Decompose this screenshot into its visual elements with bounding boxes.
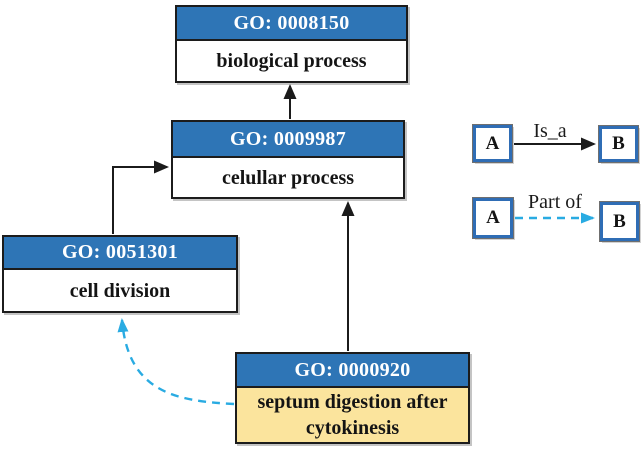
legend-node-a-partof: A [473, 198, 513, 238]
node-septum-digestion-label: septum digestion after cytokinesis [237, 388, 468, 442]
node-cell-division-id: GO: 0051301 [4, 237, 236, 270]
node-biological-process: GO: 0008150 biological process [175, 5, 408, 83]
node-celullar-process-label: celullar process [173, 158, 403, 197]
legend-node-b-isa: B [599, 126, 638, 162]
node-celullar-process-id: GO: 0009987 [173, 122, 403, 158]
legend-node-a-isa: A [473, 125, 512, 162]
node-septum-digestion-id: GO: 0000920 [237, 354, 468, 388]
node-cell-division: GO: 0051301 cell division [2, 235, 238, 313]
node-biological-process-id: GO: 0008150 [177, 7, 406, 41]
node-cell-division-label: cell division [4, 270, 236, 311]
node-celullar-process: GO: 0009987 celullar process [171, 120, 405, 199]
legend-is-a-label: Is_a [533, 120, 567, 142]
legend-node-b-partof: B [600, 202, 639, 241]
is-a-arrow-celldivision-to-celullar [112, 160, 169, 234]
node-septum-digestion: GO: 0000920 septum digestion after cytok… [235, 352, 470, 444]
part-of-arrow-septum-to-celldivision [117, 318, 235, 406]
node-biological-process-label: biological process [177, 41, 406, 81]
legend-part-of-label: Part of [528, 191, 582, 213]
